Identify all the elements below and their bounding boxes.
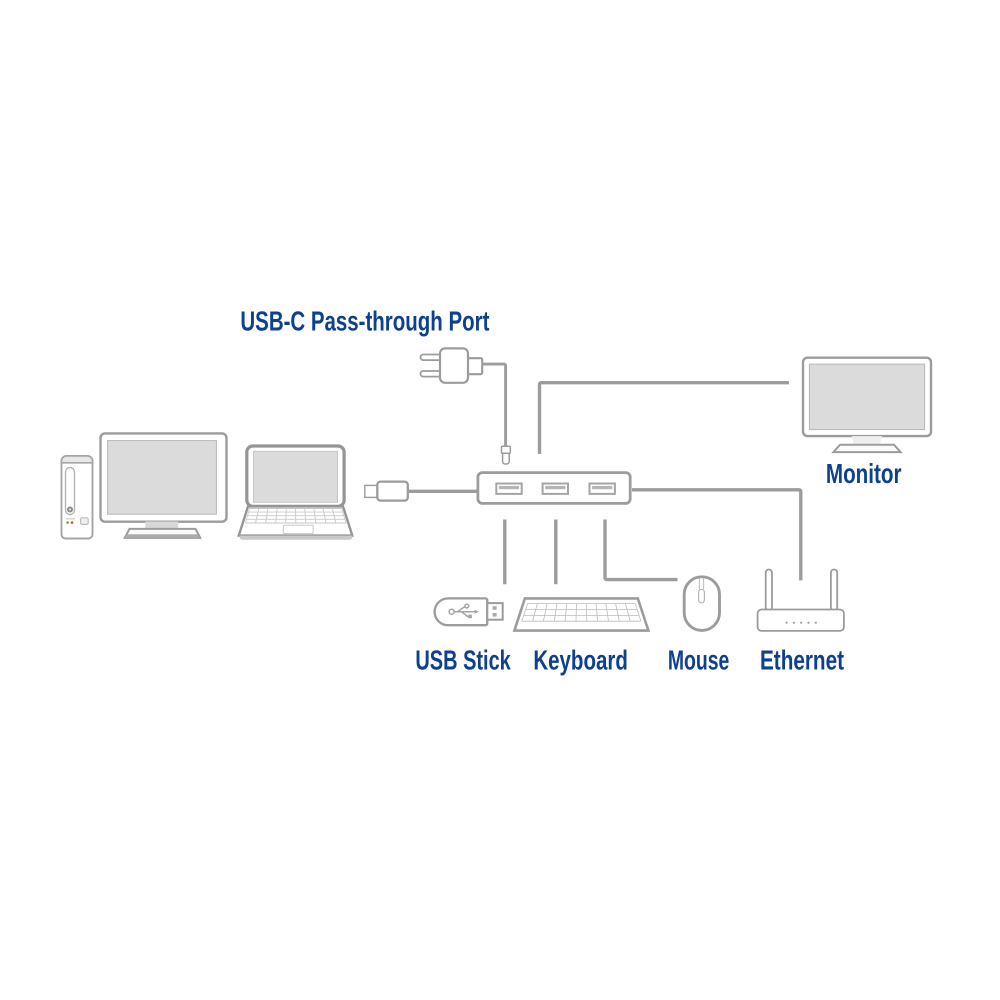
svg-text:USB-C Pass-through Port: USB-C Pass-through Port [240, 306, 489, 337]
svg-text:Mouse: Mouse [668, 644, 730, 675]
svg-text:Monitor: Monitor [826, 458, 902, 489]
svg-text:Ethernet: Ethernet [760, 644, 844, 675]
svg-text:Keyboard: Keyboard [533, 644, 628, 675]
svg-text:USB Stick: USB Stick [415, 644, 511, 675]
